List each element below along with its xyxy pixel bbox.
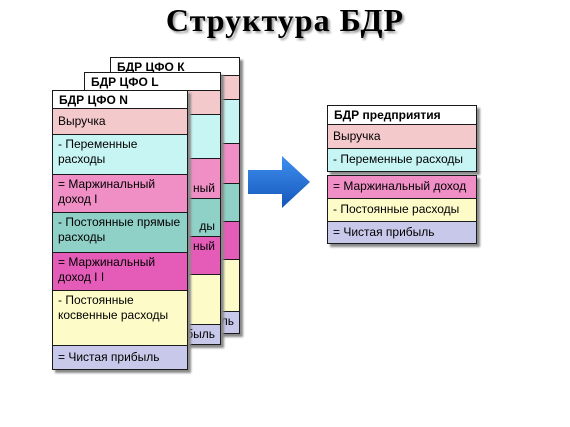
enterprise-row-variable-costs: - Переменные расходы — [328, 149, 476, 171]
card-cfo-l-header: БДР ЦФО L — [85, 73, 220, 91]
card-l-fragment-2: ды — [199, 219, 215, 233]
card-cfo-n: БДР ЦФО N Выручка - Переменные расходы =… — [52, 90, 188, 370]
card-n-row-fixed-direct: - Постоянные прямые расходы — [53, 213, 187, 253]
card-cfo-n-header: БДР ЦФО N — [53, 91, 187, 109]
enterprise-row-fixed-costs: - Постоянные расходы — [328, 199, 476, 222]
enterprise-box-bottom: = Маржинальный доход - Постоянные расход… — [327, 175, 477, 244]
row-label: - Постоянные прямые расходы — [58, 215, 181, 244]
card-n-row-fixed-indirect: - Постоянные косвенные расходы — [53, 291, 187, 346]
enterprise-header: БДР предприятия — [328, 106, 476, 125]
card-n-row-margin-2: = Маржинальный доход I I — [53, 253, 187, 291]
row-label: - Переменные расходы — [58, 137, 138, 166]
card-n-row-net-profit: = Чистая прибыль — [53, 346, 187, 369]
enterprise-card: БДР предприятия Выручка - Переменные рас… — [327, 105, 477, 247]
page-title: Структура БДР — [165, 2, 405, 38]
card-n-row-variable-costs: - Переменные расходы — [53, 135, 187, 175]
enterprise-box-top: БДР предприятия Выручка - Переменные рас… — [327, 105, 477, 172]
card-l-fragment-1: ный — [193, 181, 215, 195]
row-label: = Маржинальный доход I — [58, 177, 156, 206]
row-label: = Маржинальный доход I I — [58, 255, 156, 284]
card-k-fragment: ль — [220, 314, 234, 328]
row-label: = Чистая прибыль — [58, 350, 160, 364]
card-n-row-revenue: Выручка — [53, 109, 187, 135]
enterprise-row-revenue: Выручка — [328, 125, 476, 149]
row-label: Выручка — [58, 114, 106, 128]
right-arrow-icon — [248, 156, 310, 208]
enterprise-row-net-profit: = Чистая прибыль — [328, 222, 476, 243]
card-l-fragment-3: ный — [193, 239, 215, 253]
enterprise-row-margin: = Маржинальный доход — [328, 176, 476, 199]
card-n-row-margin-1: = Маржинальный доход I — [53, 175, 187, 213]
row-label: - Постоянные косвенные расходы — [58, 293, 169, 322]
